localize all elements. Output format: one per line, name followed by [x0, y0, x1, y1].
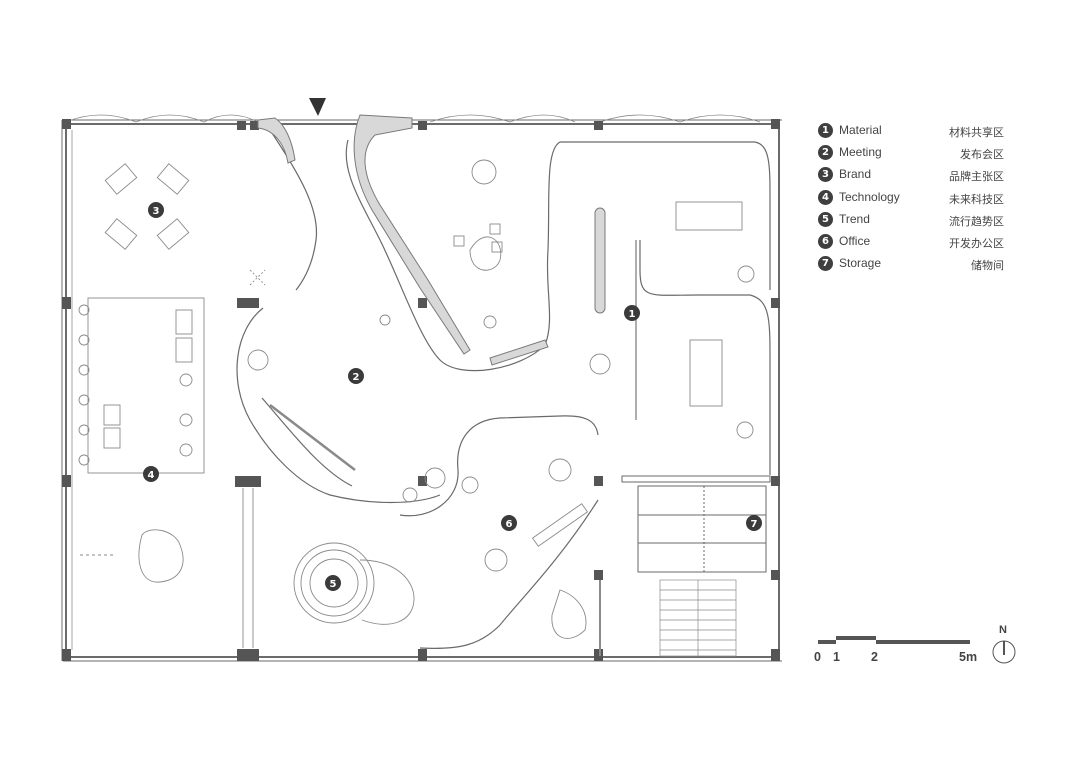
meeting-area	[247, 223, 503, 471]
legend-item-brand: 3 Brand 品牌主张区	[818, 166, 1008, 188]
svg-text:5: 5	[330, 579, 337, 590]
legend-number: 1	[818, 123, 833, 138]
zone-marker-2: 2	[348, 368, 364, 384]
entrance-arrow-icon	[309, 98, 326, 116]
north-arrow-icon	[992, 640, 1016, 664]
legend-item-trend: 5 Trend 流行趋势区	[818, 211, 1008, 233]
zone-marker-1: 1	[624, 305, 640, 321]
zone-marker-5: 5	[325, 575, 341, 591]
curtain-top	[65, 114, 761, 123]
legend-item-material: 1 Material 材料共享区	[818, 122, 1008, 144]
legend-label-zh: 材料共享区	[949, 126, 1004, 139]
office-area	[402, 458, 589, 639]
legend-item-storage: 7 Storage 储物间	[818, 255, 1008, 277]
scale-bar	[818, 636, 970, 644]
svg-text:3: 3	[153, 206, 160, 217]
svg-text:7: 7	[751, 519, 758, 530]
legend-label-zh: 发布会区	[960, 148, 1004, 162]
legend-label-en: Brand	[839, 167, 872, 182]
scale-label-2: 2	[871, 650, 878, 664]
legend-item-technology: 4 Technology 未来科技区	[818, 189, 1008, 211]
legend: 1 Material 材料共享区 2 Meeting 发布会区 3 Brand …	[818, 122, 1008, 277]
legend-number: 7	[818, 256, 833, 272]
svg-text:2: 2	[353, 372, 360, 383]
legend-number: 2	[818, 145, 833, 161]
legend-label-zh: 储物间	[971, 259, 1004, 273]
svg-text:4: 4	[148, 470, 155, 481]
legend-label-zh: 品牌主张区	[949, 170, 1004, 184]
zone-marker-6: 6	[501, 515, 517, 531]
scale-label-5m: 5m	[959, 650, 978, 664]
legend-label-en: Trend	[839, 211, 870, 226]
technology-display	[78, 297, 254, 648]
legend-label-en: Technology	[839, 189, 900, 204]
legend-item-office: 6 Office 开发办公区	[818, 233, 1008, 255]
legend-number: 3	[818, 167, 833, 183]
legend-number: 4	[818, 189, 833, 205]
staircase	[599, 579, 737, 657]
legend-label-en: Storage	[839, 256, 882, 271]
legend-label-zh: 未来科技区	[949, 192, 1004, 206]
svg-text:1: 1	[629, 309, 636, 320]
svg-text:6: 6	[506, 519, 513, 530]
legend-item-meeting: 2 Meeting 发布会区	[818, 144, 1008, 166]
legend-label-zh: 开发办公区	[949, 236, 1004, 250]
legend-label-en: Material	[839, 123, 882, 137]
scale-label-1: 1	[833, 650, 840, 664]
hatched-walls	[257, 114, 606, 366]
material-area	[471, 159, 755, 439]
trend-installation	[293, 542, 415, 625]
columns	[62, 119, 780, 661]
legend-label-en: Office	[839, 233, 871, 248]
zone-marker-7: 7	[746, 515, 762, 531]
scale-label-0: 0	[814, 650, 821, 664]
legend-number: 5	[818, 211, 833, 227]
brand-furniture	[104, 163, 190, 250]
storage-room	[621, 475, 771, 573]
legend-label-en: Meeting	[839, 145, 882, 160]
zone-marker-4: 4	[143, 466, 159, 482]
legend-number: 6	[818, 233, 833, 249]
north-label: N	[999, 624, 1007, 636]
zone-markers: 1 2 3 4 5 6 7	[143, 202, 762, 591]
zone-marker-3: 3	[148, 202, 164, 218]
legend-label-zh: 流行趋势区	[949, 214, 1004, 228]
